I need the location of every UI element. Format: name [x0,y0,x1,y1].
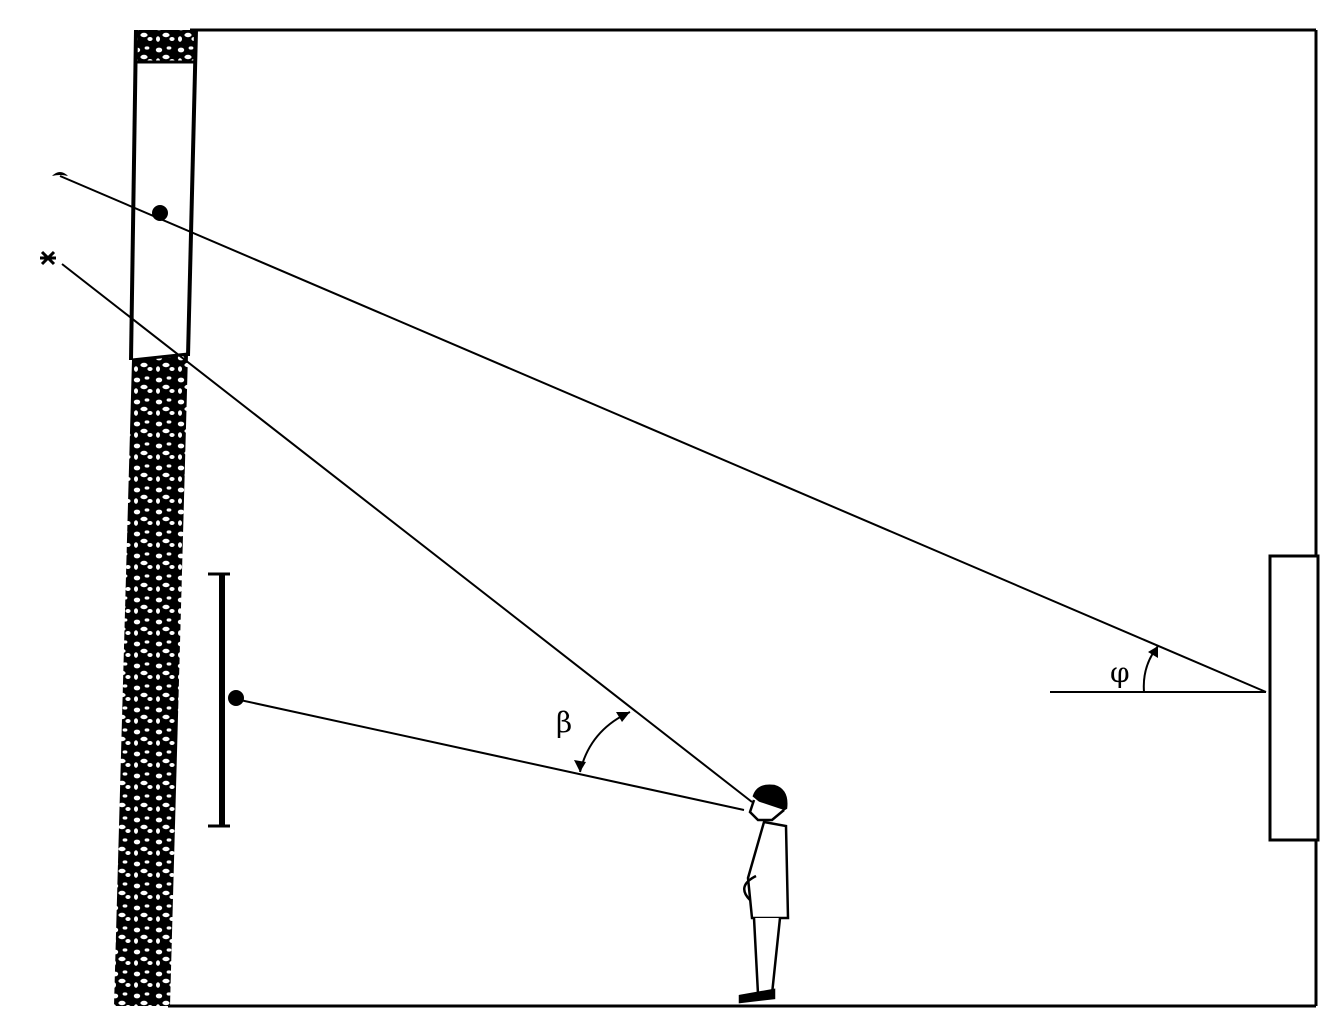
angle-arcs [579,645,1159,773]
stone-wall [114,30,196,1006]
wall-mirror [208,572,244,828]
room-outline [168,28,1318,1008]
window-opening [129,29,198,362]
phi-label: φ [1110,656,1130,689]
ray-lower [61,263,753,803]
person-figure [738,784,790,1004]
beta-label: β [556,706,572,739]
ray-upper [59,175,1267,693]
sight-lines [59,175,1267,811]
window-object-icon [152,205,168,221]
star-icon [40,250,56,266]
bird-icon [52,172,68,176]
person-hair [752,784,788,816]
distant-objects [40,172,168,266]
person-shoes [738,988,776,1004]
arrowheads [574,646,1158,772]
ray-mirror [239,699,745,811]
person-body [746,820,790,920]
right-wall-panel [1268,554,1320,842]
person-face [748,799,785,822]
person-legs [752,917,782,996]
person-arm [743,874,757,901]
